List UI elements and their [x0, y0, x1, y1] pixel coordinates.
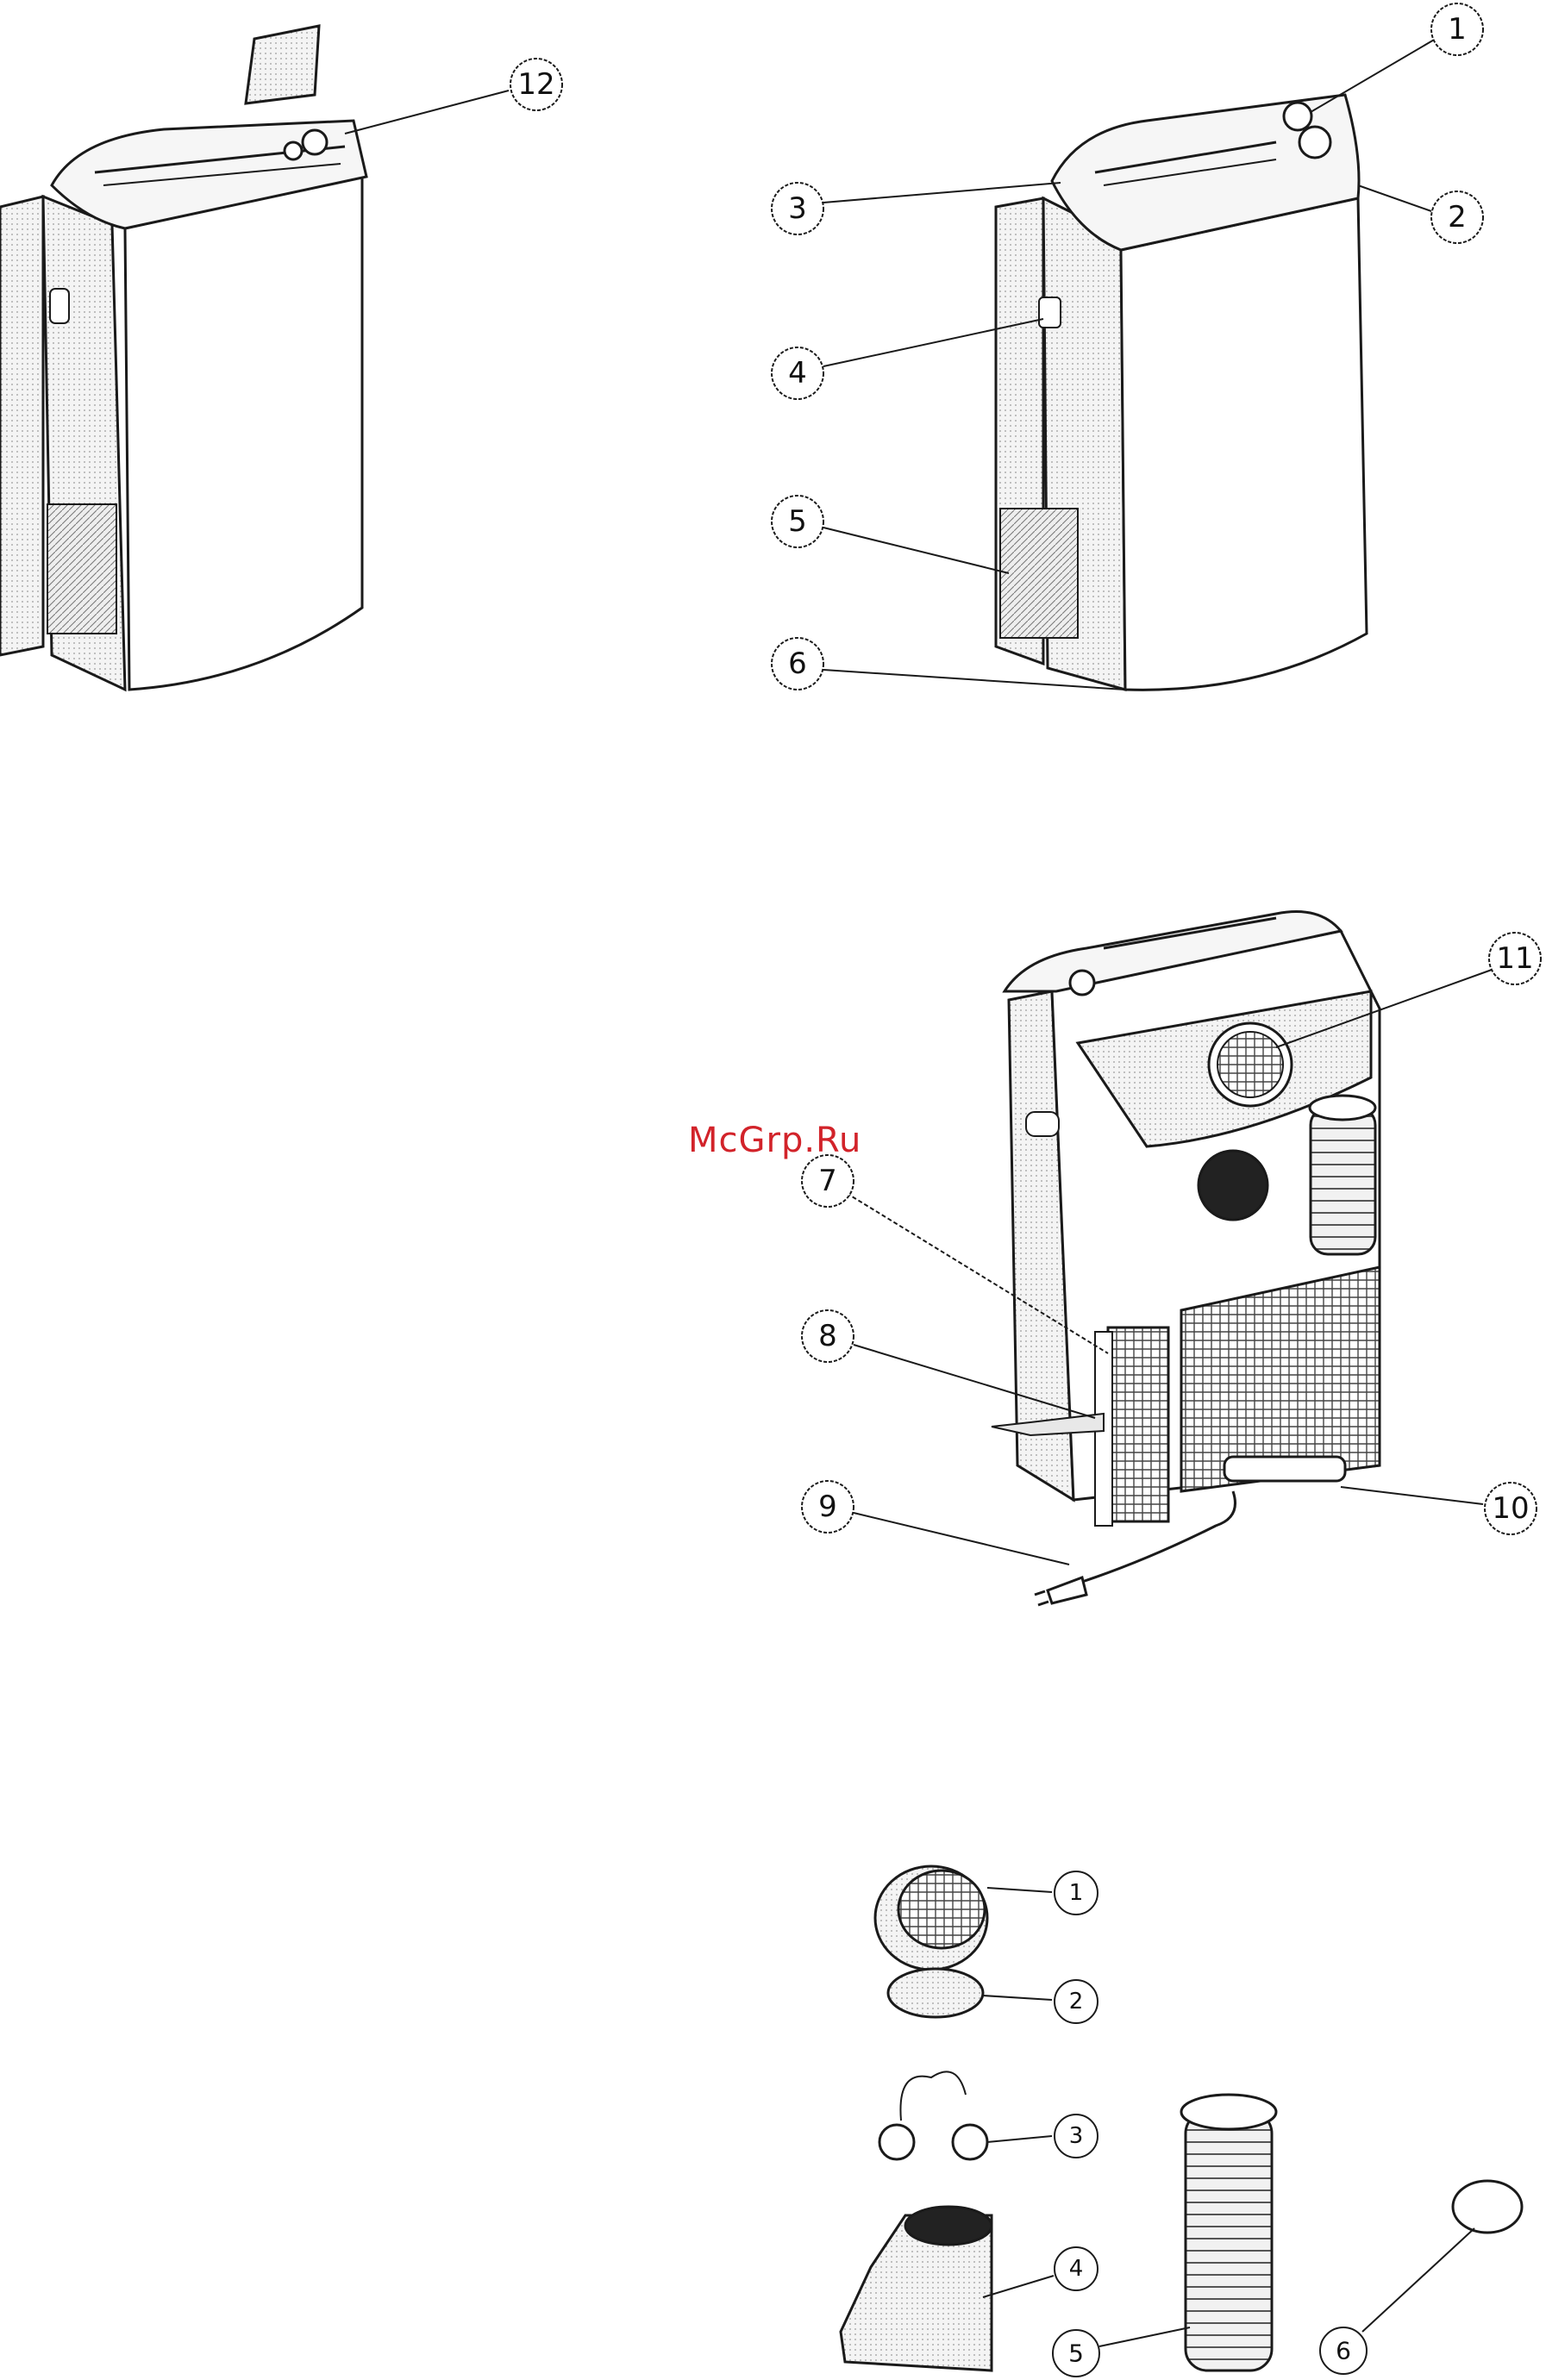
- accessory-callout-2-label: 2: [1069, 1989, 1084, 2015]
- unit-rear: [992, 912, 1380, 1606]
- accessory-vent-grille: [875, 1866, 987, 1970]
- watermark-text: McGrp.Ru: [688, 1121, 861, 1160]
- callout-7-label: 7: [818, 1164, 837, 1198]
- accessory-suction-cups: [879, 2071, 987, 2159]
- callout-4-label: 4: [788, 356, 807, 390]
- accessory-exhaust-hose: [1181, 2095, 1276, 2371]
- callout-3-label: 3: [788, 191, 807, 226]
- callout-12-label: 12: [517, 67, 554, 102]
- accessory-callout-3-label: 3: [1069, 2123, 1084, 2149]
- accessory-callout-4-label: 4: [1069, 2256, 1084, 2282]
- callout-2-label: 2: [1448, 200, 1467, 234]
- callout-9-label: 9: [818, 1490, 837, 1524]
- unit-front-open-lid: [0, 26, 366, 690]
- callout-11-label: 11: [1496, 941, 1533, 976]
- accessory-end-cap: [1453, 2181, 1522, 2233]
- callout-8-label: 8: [818, 1319, 837, 1353]
- callout-6-label: 6: [788, 647, 807, 681]
- callout-10-label: 10: [1492, 1491, 1529, 1526]
- accessory-callout-5-label: 5: [1068, 2339, 1084, 2368]
- callout-5-label: 5: [788, 504, 807, 539]
- callout-12: 12: [345, 59, 562, 134]
- accessory-callout-1-label: 1: [1069, 1880, 1084, 1906]
- accessory-cap: [888, 1969, 983, 2017]
- accessory-callout-6-label: 6: [1336, 2337, 1351, 2365]
- callout-1-label: 1: [1448, 12, 1467, 47]
- accessory-window-adapter: [841, 2207, 992, 2371]
